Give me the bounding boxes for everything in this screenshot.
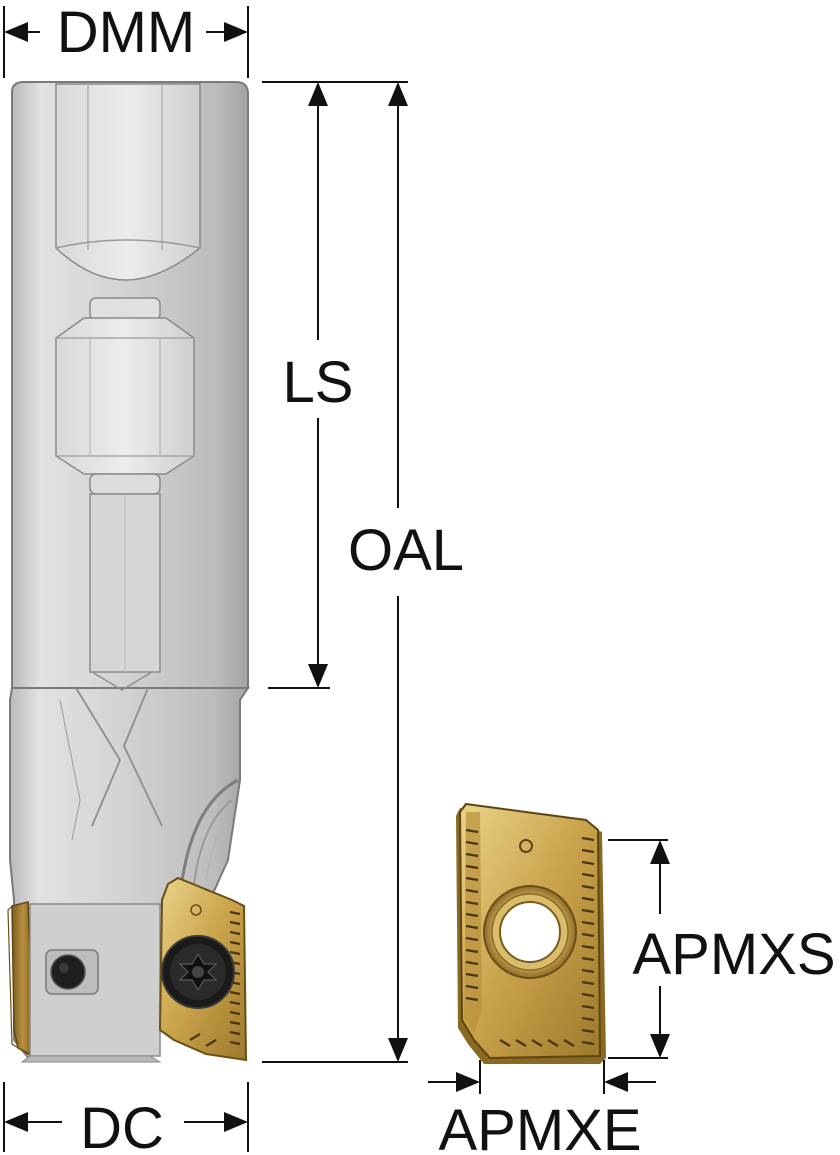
oal-label: OAL	[348, 518, 464, 583]
dmm-label: DMM	[57, 0, 196, 65]
side-screw-icon	[50, 954, 86, 990]
insert-mark-dot	[519, 839, 533, 853]
end-mill-tool	[7, 81, 250, 1063]
weldon-flat-upper	[55, 83, 201, 281]
shank-groove-upper	[89, 297, 161, 321]
apmxe-label: APMXE	[438, 1098, 641, 1155]
insert-hole	[499, 901, 561, 963]
flute-groove	[176, 778, 239, 901]
front-insert-serrations	[189, 910, 241, 1047]
dc-label: DC	[80, 1096, 164, 1155]
ls-label: LS	[283, 350, 354, 415]
insert-serrations	[465, 828, 595, 1048]
dimension-lines	[3, 6, 670, 1152]
shank-groove-lower	[89, 473, 161, 495]
insert-detail	[456, 802, 606, 1064]
weldon-flat-middle	[55, 317, 195, 475]
apmxs-label: APMXS	[632, 922, 835, 987]
